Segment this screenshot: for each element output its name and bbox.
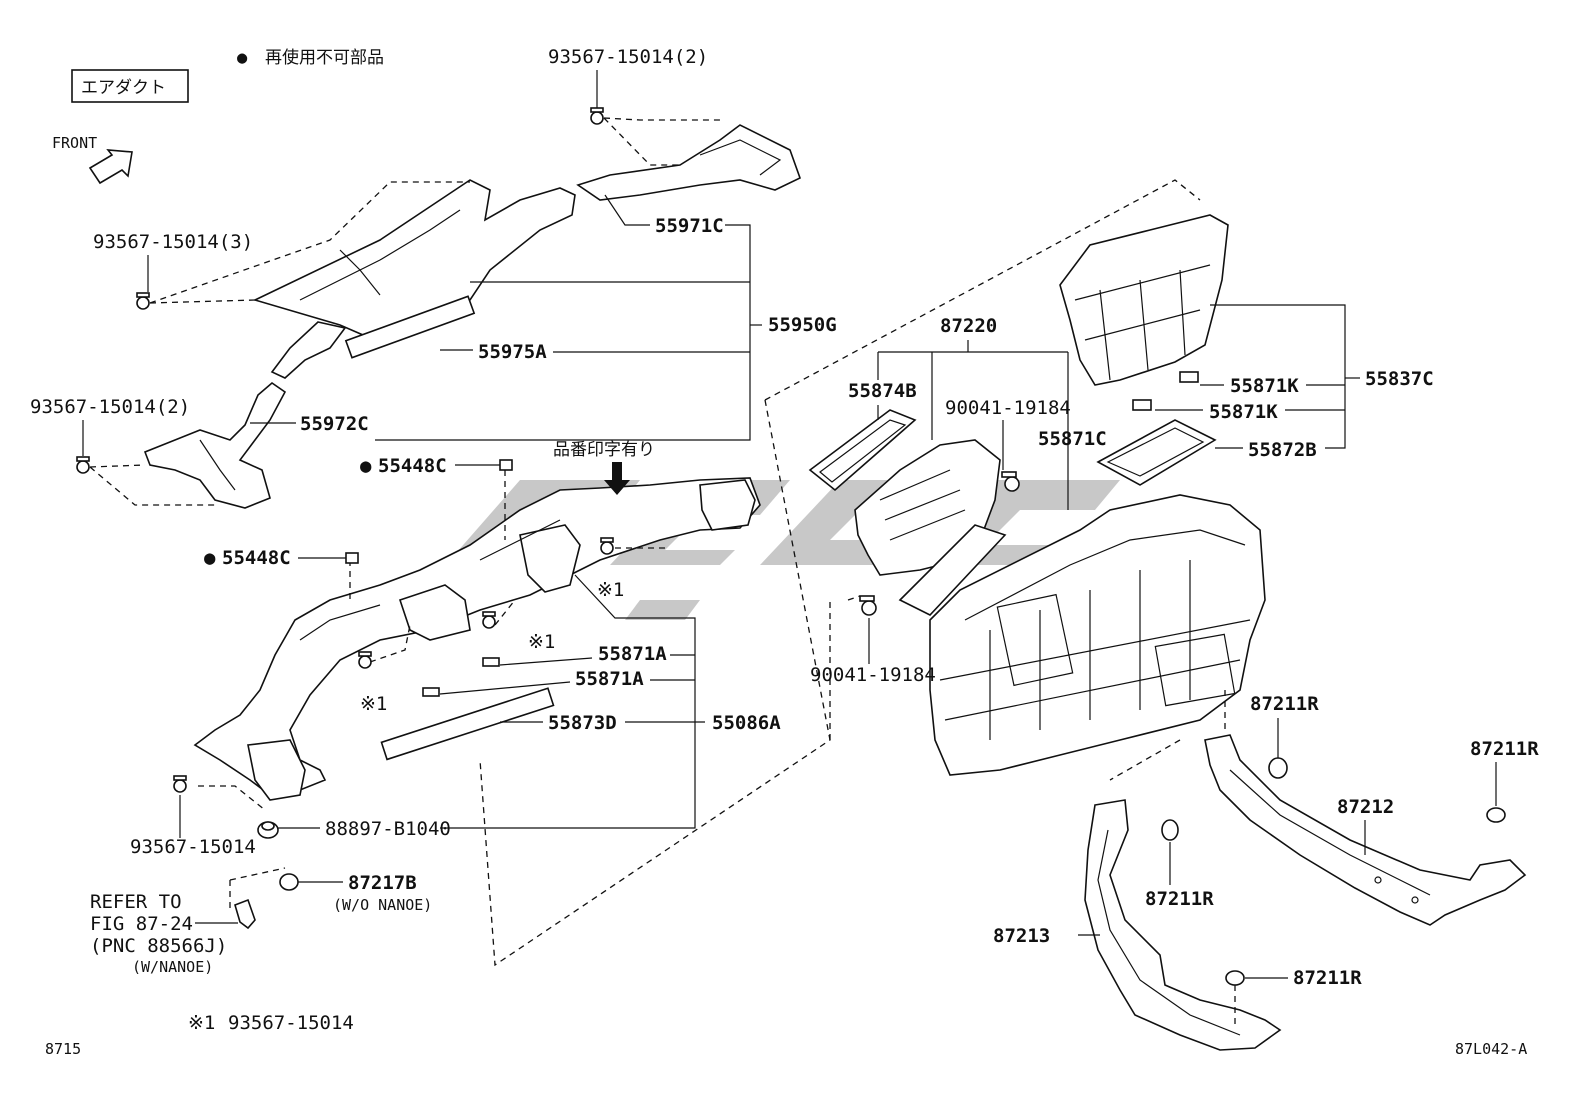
bolt-icon <box>590 107 604 125</box>
label-55872B: 55872B <box>1248 439 1317 461</box>
upper-duct-55950G <box>252 124 801 379</box>
refer-line-2: FIG 87-24 <box>90 913 193 935</box>
duct-87213 <box>1084 799 1282 1051</box>
label-stamp-note: 品番印字有り <box>553 440 655 460</box>
label-87217B: 87217B <box>348 872 417 894</box>
stamp-arrow-icon <box>604 462 630 495</box>
seal-55874B <box>808 409 917 492</box>
label-wo-nanoe: (W/O NANOE) <box>333 896 432 914</box>
bolt-icon <box>859 595 877 616</box>
label-90041-b: 90041-19184 <box>810 664 936 686</box>
label-bolt-left3: 93567-15014(3) <box>93 231 253 253</box>
nonreusable-dot: ● <box>204 547 216 569</box>
label-55086A: 55086A <box>712 712 781 734</box>
label-90041-a: 90041-19184 <box>945 397 1071 419</box>
bolt-icon <box>358 651 372 669</box>
nanoe-plug-icon <box>234 898 256 930</box>
footer-left-code: 8715 <box>45 1040 81 1058</box>
nonreusable-dot: ● <box>360 455 372 477</box>
refer-line-1: REFER TO <box>90 891 182 913</box>
label-87211R-d: 87211R <box>1293 967 1362 989</box>
label-55950G: 55950G <box>768 314 837 336</box>
footnote-part: 93567-15014 <box>228 1012 354 1034</box>
legend-dot: ● <box>237 48 248 68</box>
label-87213: 87213 <box>993 925 1050 947</box>
mark-ref-1: ※1 <box>528 631 555 653</box>
label-87211R-c: 87211R <box>1145 888 1214 910</box>
label-55448C-b: 55448C <box>222 547 291 569</box>
label-55871A-a: 55871A <box>598 643 667 665</box>
refer-w-nanoe: (W/NANOE) <box>132 958 213 976</box>
grommet-icon <box>1268 757 1288 779</box>
label-55975A: 55975A <box>478 341 547 363</box>
clip-icon <box>499 459 513 471</box>
legend-non-reusable-text: 再使用不可部品 <box>265 47 384 68</box>
mark-ref-1: ※1 <box>360 693 387 715</box>
label-88897: 88897-B1040 <box>325 818 451 840</box>
section-box-label: エアダクト <box>81 78 166 98</box>
grommet-icon <box>257 821 279 839</box>
duct-55972C <box>143 381 287 509</box>
grommet-icon <box>1225 970 1245 986</box>
label-55871K-b: 55871K <box>1209 401 1278 423</box>
label-87212: 87212 <box>1337 796 1394 818</box>
label-55871C: 55871C <box>1038 428 1107 450</box>
section-box <box>71 69 189 103</box>
front-arrow-icon <box>88 149 133 185</box>
duct-87212 <box>1204 734 1527 926</box>
grommet-icon <box>1486 807 1506 823</box>
nanoe-cap-icon <box>279 873 299 891</box>
label-55874B: 55874B <box>848 380 917 402</box>
label-55837C: 55837C <box>1365 368 1434 390</box>
blower-case-55837C <box>1059 214 1229 486</box>
bolt-icon <box>136 292 150 310</box>
heater-unit-87220 <box>929 494 1266 776</box>
refer-line-3: (PNC 88566J) <box>90 935 227 957</box>
footnote-mark: ※1 <box>188 1012 215 1034</box>
filter-cover-55871C <box>854 439 1007 616</box>
bolt-icon <box>482 611 496 629</box>
label-bolt-lower: 93567-15014 <box>130 836 256 858</box>
grommet-icon <box>1161 819 1179 841</box>
lower-duct-55086A <box>193 477 761 801</box>
mark-ref-1: ※1 <box>597 579 624 601</box>
label-87211R-b: 87211R <box>1470 738 1539 760</box>
label-87220: 87220 <box>940 315 997 337</box>
bolt-icon <box>1001 471 1020 492</box>
label-55448C-a: 55448C <box>378 455 447 477</box>
bolt-icon <box>600 537 614 555</box>
label-55873D: 55873D <box>548 712 617 734</box>
label-87211R-a: 87211R <box>1250 693 1319 715</box>
label-bolt-top: 93567-15014(2) <box>548 46 708 68</box>
label-bolt-left2: 93567-15014(2) <box>30 396 190 418</box>
bolt-icon <box>173 775 187 793</box>
footer-right-code: 87L042-A <box>1455 1040 1527 1058</box>
label-55871K-a: 55871K <box>1230 375 1299 397</box>
label-55971C: 55971C <box>655 215 724 237</box>
clip-icon <box>345 552 359 564</box>
front-label: FRONT <box>52 134 97 152</box>
label-55871A-b: 55871A <box>575 668 644 690</box>
bolt-icon <box>76 456 90 474</box>
label-55972C: 55972C <box>300 413 369 435</box>
